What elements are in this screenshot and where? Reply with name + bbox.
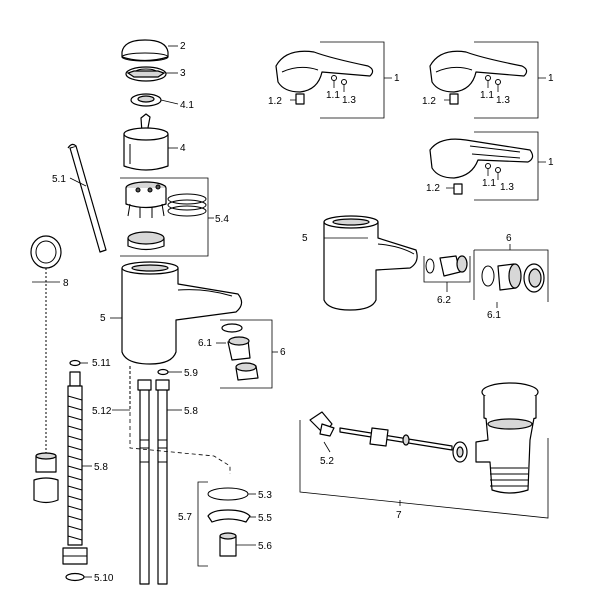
label-h2-1: 1 (548, 73, 554, 84)
label-r6-1: 6.1 (487, 310, 501, 321)
label-h2-1-1: 1.1 (480, 90, 494, 101)
label-5-4: 5.4 (215, 214, 229, 225)
label-6-left: 6 (280, 347, 286, 358)
label-3: 3 (180, 68, 186, 79)
label-8: 8 (63, 278, 69, 289)
part-3-ring (125, 66, 167, 82)
handle-variant-2 (429, 50, 528, 105)
part-5-2-lever (309, 411, 335, 437)
label-h3-1: 1 (548, 157, 554, 168)
part-5-8-hoses-right (137, 379, 170, 585)
right-aerator-6-2 (425, 255, 468, 277)
label-5-8-left: 5.8 (94, 462, 108, 473)
label-5-5: 5.5 (258, 513, 272, 524)
part-8-chain-plug (30, 235, 62, 504)
label-h3-1-2: 1.2 (426, 183, 440, 194)
part-6-aerator-left (221, 323, 259, 381)
label-r5-2: 5.2 (320, 456, 334, 467)
label-h2-1-2: 1.2 (422, 96, 436, 107)
label-6-1-left: 6.1 (198, 338, 212, 349)
handle-variant-3 (429, 138, 534, 195)
label-5-9: 5.9 (184, 368, 198, 379)
handle-variant-1 (275, 50, 374, 105)
part-7-waste-body (475, 382, 539, 494)
part-5-11-oring (69, 359, 81, 367)
bracket-5-7 (197, 481, 208, 567)
label-5-8-right: 5.8 (184, 406, 198, 417)
label-5-6: 5.6 (258, 541, 272, 552)
label-r6: 6 (506, 233, 512, 244)
bracket-5-4 (120, 177, 209, 257)
right-aerator-6-1 (481, 263, 545, 293)
part-5-3-5-5-5-6-group (207, 487, 251, 557)
label-r7: 7 (396, 510, 402, 521)
part-4-cartridge (123, 113, 169, 171)
label-h1-1-3: 1.3 (342, 95, 356, 106)
part-5-9-oring (157, 368, 169, 376)
label-h3-1-1: 1.1 (482, 178, 496, 189)
label-5-7: 5.7 (178, 512, 192, 523)
label-2: 2 (180, 41, 186, 52)
label-5-1: 5.1 (52, 174, 66, 185)
label-r5: 5 (302, 233, 308, 244)
label-5-body: 5 (100, 313, 106, 324)
part-5-4-insert (125, 181, 207, 251)
label-h2-1-3: 1.3 (496, 95, 510, 106)
part-5-1-lift-rod (67, 143, 107, 253)
part-2-cap (121, 39, 169, 62)
part-5-faucet-body (121, 261, 243, 365)
part-4-1-nut (130, 93, 162, 107)
bracket-6-left (220, 319, 273, 389)
right-body-5 (323, 215, 418, 311)
part-7-waste-rod (339, 427, 468, 463)
label-h1-1-2: 1.2 (268, 96, 282, 107)
label-5-3: 5.3 (258, 490, 272, 501)
label-5-10: 5.10 (94, 573, 114, 584)
label-5-11: 5.11 (92, 358, 111, 369)
label-4: 4 (180, 143, 186, 154)
label-h3-1-3: 1.3 (500, 182, 514, 193)
label-r6-2: 6.2 (437, 295, 451, 306)
part-5-10-washer (65, 572, 85, 582)
label-h1-1-1: 1.1 (326, 90, 340, 101)
label-4-1: 4.1 (180, 100, 194, 111)
bracket-7 (299, 420, 549, 519)
link-dashed (129, 412, 231, 474)
label-5-12: 5.12 (92, 406, 112, 417)
part-5-8-flex-hose-left (62, 371, 88, 565)
label-h1-1: 1 (394, 73, 400, 84)
